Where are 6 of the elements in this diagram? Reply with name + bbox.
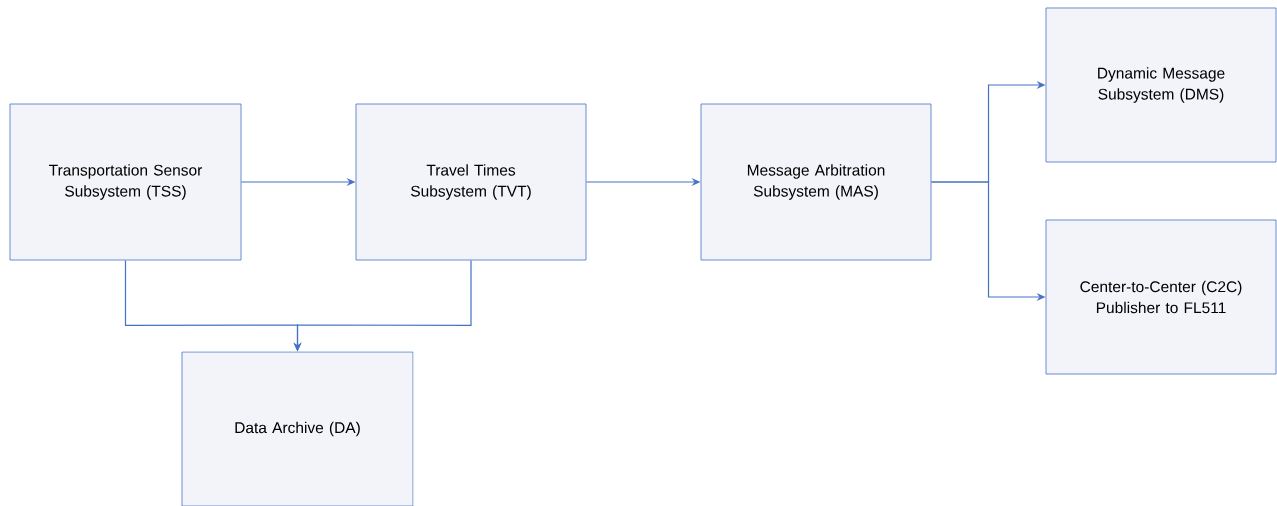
subsystem-box: Transportation Sensor Subsystem (TSS) [9, 103, 242, 261]
subsystem-box: Dynamic Message Subsystem (DMS) [1045, 7, 1277, 163]
subsystem-box: Message Arbitration Subsystem (MAS) [700, 103, 932, 261]
subsystem-box: Data Archive (DA) [181, 351, 414, 506]
subsystem-box: Center-to-Center (C2C) Publisher to FL511 [1045, 219, 1277, 375]
subsystem-box: Travel Times Subsystem (TVT) [355, 103, 587, 261]
